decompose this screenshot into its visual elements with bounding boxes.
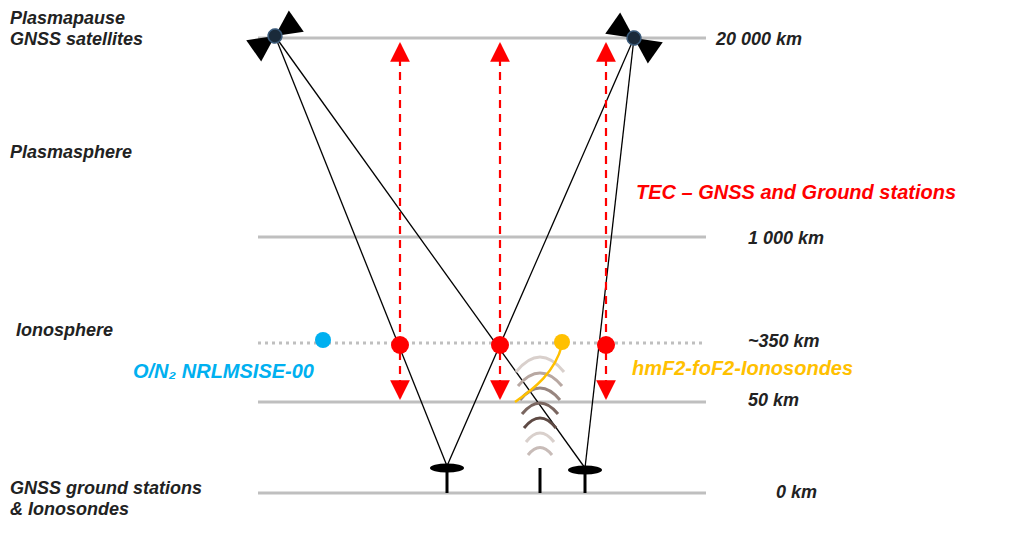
- altitude-label: 1 000 km: [748, 228, 824, 249]
- ionosonde-antenna: [539, 468, 542, 493]
- gnss-satellite: [246, 10, 304, 61]
- altitude-label: 0 km: [776, 482, 817, 503]
- signal-path: [275, 36, 447, 466]
- pierce-point: [391, 336, 409, 354]
- tec-label: TEC – GNSS and Ground stations: [636, 181, 956, 204]
- layer-name: GNSS ground stations & Ionosondes: [10, 478, 215, 519]
- ionosonde-point: [554, 334, 570, 350]
- altitude-label: ~350 km: [748, 331, 820, 352]
- ionosonde-waves: [516, 357, 564, 455]
- layer-name: Plasmapause GNSS satellites: [10, 8, 175, 49]
- layer-name: Ionosphere: [16, 320, 113, 341]
- signal-path: [275, 36, 585, 468]
- model-point: [315, 332, 331, 348]
- ionosonde-label: hmF2-foF2-Ionosondes: [632, 357, 853, 380]
- pierce-point: [491, 336, 509, 354]
- gnss-receiver: [568, 466, 602, 494]
- ionosonde-leader: [515, 345, 562, 402]
- gnss-receiver: [430, 464, 464, 494]
- signal-path: [585, 38, 634, 468]
- altitude-line: [258, 401, 706, 404]
- altitude-label: 50 km: [748, 390, 799, 411]
- altitude-line: [258, 236, 706, 239]
- model-label: O/N₂ NRLMSISE-00: [133, 360, 314, 383]
- pierce-point: [597, 336, 615, 354]
- altitude-line: [258, 492, 706, 495]
- layer-name: Plasmasphere: [10, 142, 132, 163]
- signal-path: [447, 38, 634, 466]
- altitude-label: 20 000 km: [716, 29, 802, 50]
- gnss-satellite: [605, 12, 663, 63]
